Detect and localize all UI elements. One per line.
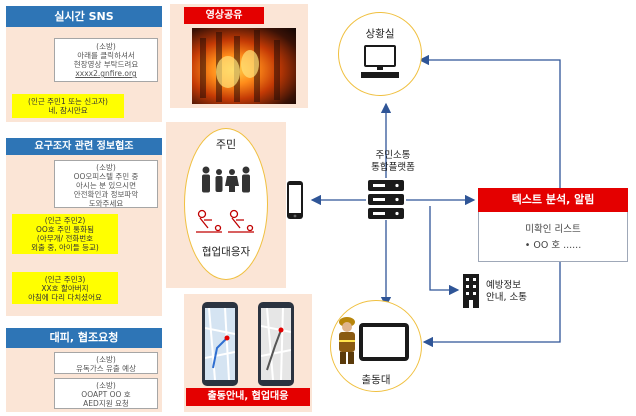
message-line: 외출 중, 아이들 등교) — [31, 243, 99, 252]
video-share-panel: 영상공유 — [170, 4, 308, 108]
situation-room-label: 상황실 — [365, 28, 395, 40]
message-line: (인근 주민3) — [44, 275, 86, 284]
line-platform-to-prevention — [429, 206, 460, 296]
residents-panel: 주민 협업대응자 — [166, 122, 286, 288]
building-icon — [462, 274, 480, 308]
message-line: OO오피스텔 주민 중 — [73, 172, 139, 181]
cpr-icon — [194, 208, 258, 234]
prevention-label-line: 안내, 소통 — [486, 292, 527, 303]
smartphone-icon — [286, 180, 304, 220]
evac-panel: 대피, 협조요청 (소방) 유독가스 유출 예상 (소방) OOAPT OO 호… — [6, 328, 162, 412]
prevention-label: 예방정보 안내, 소통 — [486, 280, 546, 304]
dispatch-guide-panel: 출동안내, 협업대응 — [184, 294, 312, 412]
server-icon — [368, 180, 404, 220]
message-line: 아시는 분 있으시면 — [76, 181, 136, 190]
message-line: 아침에 다리 다치셨어요 — [28, 293, 102, 302]
info-panel-title: 요구조자 관련 정보협조 — [6, 138, 162, 155]
evac-panel-title: 대피, 협조요청 — [6, 328, 162, 348]
message-line: 아래를 클릭하셔서 — [77, 51, 135, 60]
firefighter-icon — [336, 316, 358, 366]
info-panel: 요구조자 관련 정보협조 (소방) OO오피스텔 주민 중 아시는 분 있으시면… — [6, 138, 162, 316]
text-analysis-box: 텍스트 분석, 알림 미확인 리스트 • OO 호 ...... — [478, 188, 628, 262]
platform-label-line: 주민소통 — [375, 150, 411, 161]
message-line: (소방) — [96, 355, 116, 364]
sns-fire-message: (소방) 아래를 클릭하셔서 현장영상 부탁드려요 xxxx2.gnfire.o… — [54, 38, 158, 82]
platform-label-line: 통합플랫폼 — [371, 162, 415, 173]
collaborators-label: 협업대응자 — [201, 246, 251, 258]
sns-panel: 실시간 SNS (소방) 아래를 클릭하셔서 현장영상 부탁드려요 xxxx2.… — [6, 6, 162, 122]
map-app-screenshot — [202, 302, 238, 386]
message-line: OO호 주민 통화됨 — [36, 225, 94, 234]
message-line: (소방) — [96, 42, 116, 51]
message-line: 유독가스 유출 예상 — [76, 364, 136, 373]
info-fire-message: (소방) OO오피스텔 주민 중 아시는 분 있으시면 안전확인과 정보파악 도… — [54, 160, 158, 208]
residents-circle — [184, 128, 268, 280]
message-line: 도와주세요 — [88, 199, 124, 208]
text-analysis-title: 텍스트 분석, 알림 — [478, 188, 628, 212]
residents-label: 주민 — [215, 138, 237, 151]
info-resident3-reply: (인근 주민3) XX호 할아버지 아침에 다리 다치셨어요 — [12, 272, 118, 304]
dispatch-guide-label: 출동안내, 협업대응 — [186, 388, 310, 406]
message-line: (인근 주민1 또는 신고자) — [28, 97, 108, 106]
tablet-icon — [358, 322, 410, 362]
message-line: (인근 주민2) — [44, 216, 86, 225]
monitor-icon — [360, 44, 400, 80]
evac-gas-message: (소방) 유독가스 유출 예상 — [54, 352, 158, 374]
fire-photo — [192, 28, 296, 104]
message-line: (소방) — [96, 163, 116, 172]
platform-label: 주민소통 통합플랫폼 — [356, 150, 430, 174]
sns-resident-reply: (인근 주민1 또는 신고자) 네, 잠시만요 — [12, 94, 124, 118]
message-line: 네, 잠시만요 — [48, 106, 88, 115]
message-line: (소방) — [96, 381, 116, 390]
sns-panel-title: 실시간 SNS — [6, 6, 162, 27]
unconfirmed-list-item: • OO 호 ...... — [524, 240, 582, 251]
unconfirmed-list-title: 미확인 리스트 — [525, 224, 581, 235]
map-app-screenshot — [258, 302, 294, 386]
dispatch-team-label: 출동대 — [361, 374, 391, 386]
line-analysis-to-dispatch — [422, 262, 561, 348]
message-line: (아무개/ 전화번호 — [36, 234, 94, 243]
line-analysis-to-situation — [418, 54, 561, 188]
info-resident2-reply: (인근 주민2) OO호 주민 통화됨 (아무개/ 전화번호 외출 중, 아이들… — [12, 214, 118, 254]
evac-aed-message: (소방) OOAPT OO 호 AED지원 요청 — [54, 378, 158, 409]
message-line: 현장영상 부탁드려요 — [73, 60, 139, 69]
video-share-label: 영상공유 — [184, 7, 264, 24]
message-line: OOAPT OO 호 — [81, 390, 131, 399]
message-line: XX호 할아버지 — [41, 284, 89, 293]
message-link[interactable]: xxxx2.gnfire.org — [75, 69, 137, 78]
family-icon — [198, 166, 254, 194]
situation-room-circle — [338, 12, 422, 96]
prevention-label-line: 예방정보 — [486, 280, 521, 291]
message-line: AED지원 요청 — [83, 399, 129, 408]
message-line: 안전확인과 정보파악 — [73, 190, 139, 199]
